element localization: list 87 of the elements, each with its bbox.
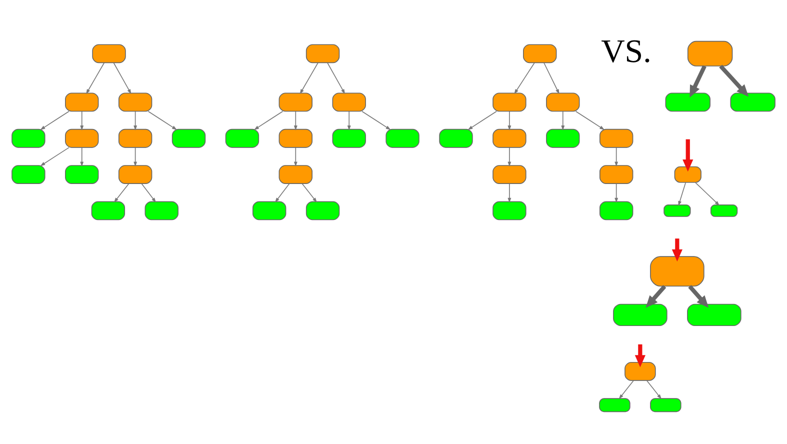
arrow bbox=[544, 62, 560, 94]
node-box bbox=[92, 44, 126, 64]
arrow bbox=[695, 182, 720, 206]
arrow bbox=[86, 62, 105, 94]
node-box bbox=[118, 92, 152, 112]
node-box bbox=[687, 304, 742, 326]
arrow bbox=[362, 110, 391, 130]
node-box bbox=[12, 128, 46, 148]
arrow bbox=[614, 147, 618, 167]
node-box bbox=[546, 92, 580, 112]
node-box bbox=[278, 128, 312, 148]
arrow bbox=[114, 183, 130, 203]
node-box bbox=[144, 201, 178, 220]
node-box bbox=[492, 165, 526, 184]
node-box bbox=[546, 128, 580, 148]
node-box bbox=[332, 128, 366, 148]
node-box bbox=[225, 128, 260, 148]
arrow bbox=[672, 238, 682, 262]
arrow bbox=[274, 183, 290, 203]
arrow bbox=[575, 110, 605, 130]
node-box bbox=[665, 92, 710, 112]
node-box bbox=[252, 201, 286, 220]
node-box bbox=[664, 204, 691, 217]
arrow bbox=[254, 110, 284, 130]
arrow bbox=[678, 182, 686, 206]
node-box bbox=[65, 128, 99, 148]
arrow bbox=[690, 65, 706, 98]
arrow bbox=[302, 183, 318, 203]
node-box bbox=[306, 201, 340, 220]
node-box bbox=[523, 44, 557, 64]
node-box bbox=[439, 128, 473, 148]
arrow bbox=[80, 147, 84, 167]
node-box bbox=[650, 398, 682, 412]
arrow bbox=[508, 147, 512, 167]
node-box bbox=[599, 201, 634, 220]
arrow bbox=[719, 64, 749, 97]
arrow bbox=[347, 110, 351, 130]
arrow bbox=[80, 110, 84, 130]
node-box bbox=[172, 128, 206, 148]
arrow bbox=[40, 110, 70, 130]
arrow bbox=[614, 183, 618, 203]
node-box bbox=[492, 128, 526, 148]
arrow bbox=[682, 139, 694, 172]
node-box bbox=[613, 304, 668, 326]
node-box bbox=[599, 398, 630, 412]
label: VS. bbox=[601, 34, 652, 70]
node-box bbox=[118, 128, 152, 148]
node-box bbox=[65, 92, 99, 112]
arrow bbox=[646, 285, 666, 308]
node-box bbox=[710, 204, 738, 217]
arrow bbox=[300, 62, 318, 94]
node-box bbox=[118, 165, 152, 184]
node-box bbox=[91, 201, 126, 220]
arrow bbox=[294, 147, 298, 167]
node-box bbox=[687, 40, 733, 66]
node-box bbox=[674, 166, 702, 183]
node-box bbox=[624, 362, 656, 381]
node-box bbox=[492, 201, 526, 220]
arrow bbox=[514, 62, 535, 94]
arrow bbox=[134, 110, 138, 130]
arrow bbox=[294, 110, 298, 130]
arrow bbox=[618, 380, 634, 400]
arrow bbox=[646, 380, 662, 400]
node-box bbox=[492, 92, 526, 112]
arrow bbox=[141, 183, 156, 203]
node-box bbox=[278, 165, 312, 184]
arrow bbox=[468, 110, 497, 130]
arrow bbox=[113, 62, 132, 94]
node-box bbox=[65, 165, 99, 184]
node-box bbox=[599, 165, 634, 184]
arrow bbox=[327, 62, 346, 94]
node-box bbox=[12, 165, 46, 184]
node-box bbox=[730, 92, 776, 112]
arrow bbox=[508, 183, 512, 203]
node-box bbox=[306, 44, 340, 64]
arrow bbox=[134, 147, 138, 167]
node-box bbox=[599, 128, 634, 148]
node-box bbox=[650, 256, 704, 287]
arrow bbox=[508, 110, 512, 130]
arrow bbox=[148, 110, 177, 130]
arrow bbox=[561, 110, 565, 130]
node-box bbox=[386, 128, 420, 148]
node-box bbox=[278, 92, 312, 112]
arrow bbox=[688, 285, 709, 308]
node-box bbox=[332, 92, 366, 112]
arrow bbox=[634, 344, 646, 368]
arrow bbox=[40, 147, 70, 166]
